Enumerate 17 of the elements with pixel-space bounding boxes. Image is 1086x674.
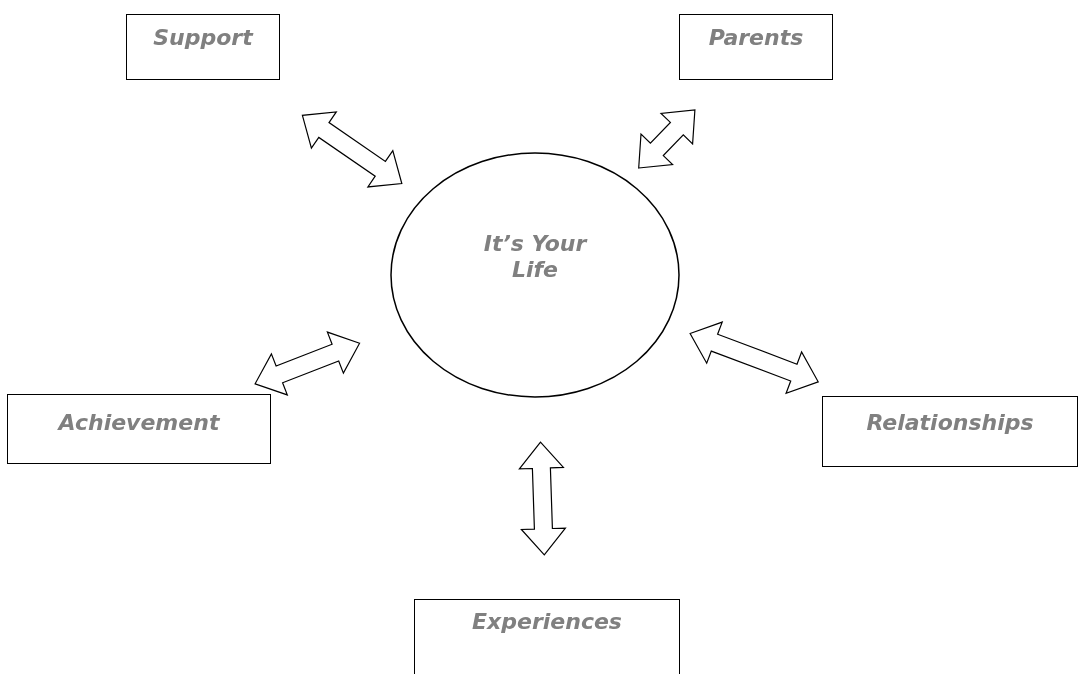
node-label: Relationships bbox=[866, 410, 1034, 437]
label-box bbox=[126, 14, 280, 80]
node-label: Parents bbox=[708, 24, 804, 52]
double-arrow bbox=[689, 321, 820, 395]
double-arrow bbox=[518, 441, 567, 556]
label-box bbox=[822, 396, 1078, 467]
double-arrow bbox=[301, 111, 403, 188]
node-label: Experiences bbox=[472, 608, 622, 636]
double-arrow bbox=[638, 109, 696, 169]
label-box bbox=[7, 394, 271, 464]
label-box bbox=[679, 14, 833, 80]
node-label: Support bbox=[153, 24, 253, 52]
center-circle bbox=[390, 152, 680, 398]
node-label: It’s Your Life bbox=[482, 230, 589, 284]
label-box bbox=[414, 599, 680, 674]
double-arrow bbox=[254, 331, 361, 396]
node-label: Achievement bbox=[58, 409, 220, 437]
